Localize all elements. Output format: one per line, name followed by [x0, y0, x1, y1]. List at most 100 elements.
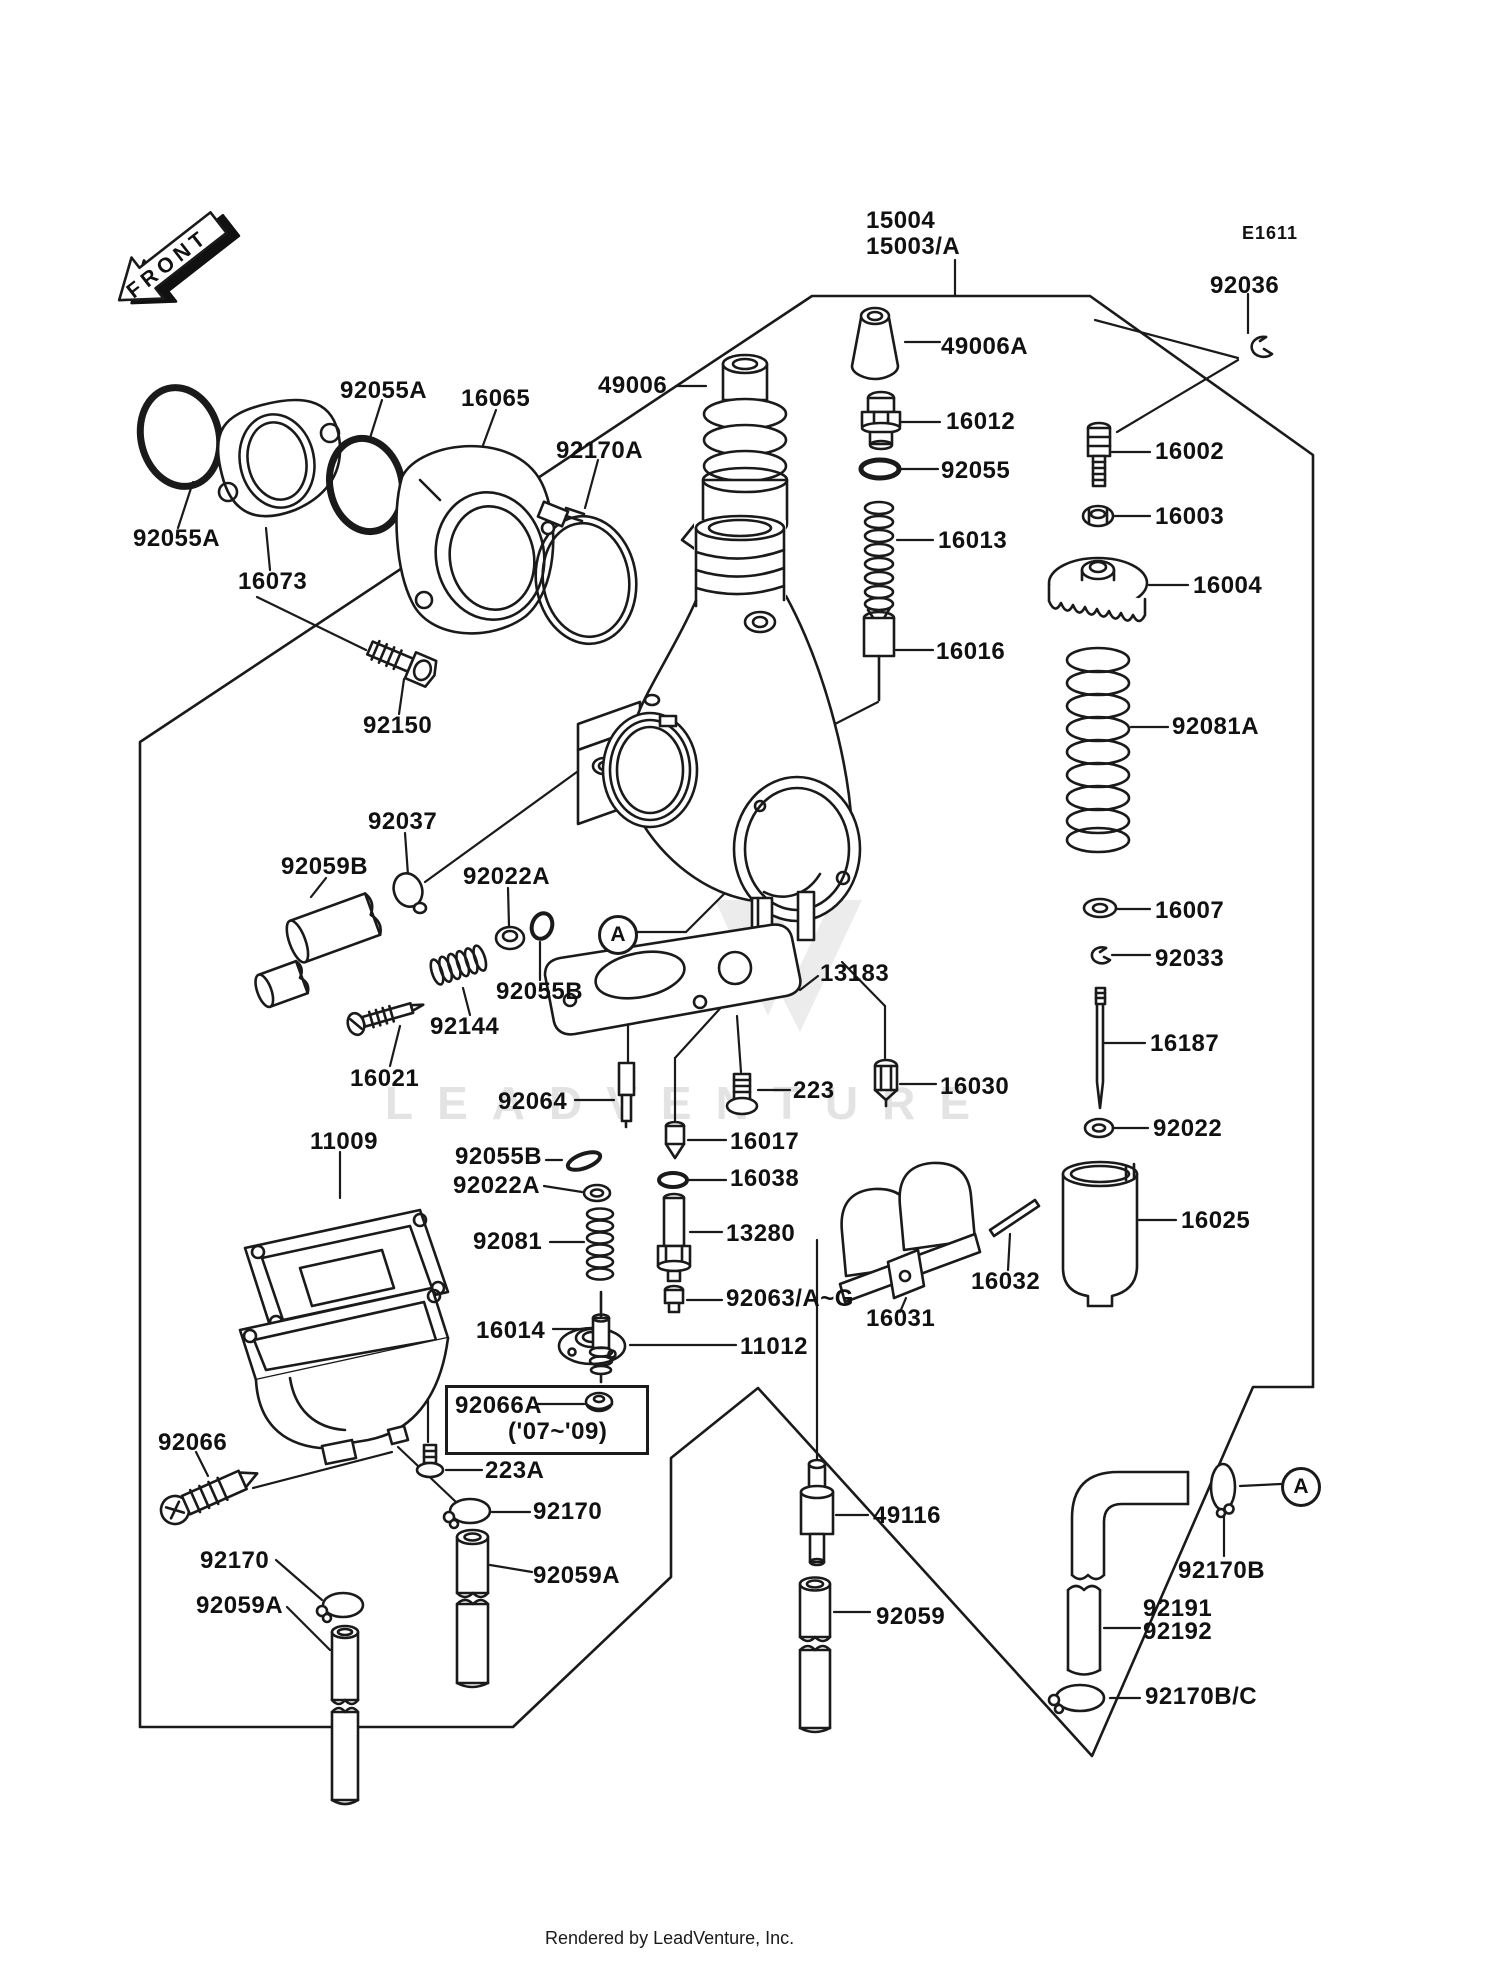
callout-16032: 16032	[971, 1268, 1041, 1295]
pilot-screw-16021	[346, 1001, 425, 1037]
watermark-text: LEADVENTURE	[385, 1077, 995, 1129]
callout-92150: 92150	[363, 712, 433, 739]
callout-92170B: 92170B	[1178, 1557, 1266, 1584]
callout-92081: 92081	[473, 1228, 543, 1255]
leader-lines	[176, 258, 1283, 1700]
callout-92022A-list: 92022A	[453, 1172, 541, 1199]
holder-16065	[395, 444, 555, 635]
callout-16012: 16012	[946, 408, 1016, 435]
callout-16016: 16016	[936, 638, 1006, 665]
oring-92055	[858, 457, 902, 481]
callout-92055A-left: 92055A	[133, 525, 221, 552]
valve-16016	[862, 606, 896, 702]
screw-223A	[415, 1443, 445, 1479]
cap-16004	[1047, 556, 1149, 623]
callout-92055: 92055	[941, 457, 1011, 484]
callout-223: 223	[793, 1077, 835, 1104]
callout-13280: 13280	[726, 1220, 796, 1247]
needle-valve-16030	[873, 1058, 899, 1108]
tube-92059	[798, 1576, 832, 1734]
callout-16002: 16002	[1155, 438, 1225, 465]
callout-16007: 16007	[1155, 897, 1225, 924]
callout-16038: 16038	[730, 1165, 800, 1192]
callout-92170-left: 92170	[200, 1547, 270, 1574]
callout-15003A: 15003/A	[866, 233, 961, 260]
callout-15004: 15004	[866, 207, 936, 234]
callout-92059B: 92059B	[281, 853, 369, 880]
callout-92144: 92144	[430, 1013, 500, 1040]
plug-92066A	[584, 1391, 614, 1413]
screw-223	[725, 1072, 759, 1116]
jet-needle-16187	[1094, 986, 1107, 1110]
tube-92059A-left	[330, 1624, 360, 1806]
callout-92191: 92191	[1143, 1595, 1213, 1622]
cap-49006A	[850, 306, 900, 381]
callout-49006A: 49006A	[941, 333, 1029, 360]
boundary-outline	[138, 294, 1315, 1758]
spring-92144	[429, 944, 488, 986]
callout-92022: 92022	[1153, 1115, 1223, 1142]
callout-13183: 13183	[820, 960, 890, 987]
float-pin-16032	[988, 1198, 1041, 1238]
drain-49116	[799, 1458, 835, 1567]
callout-16013: 16013	[938, 527, 1008, 554]
eclip-92033	[1090, 946, 1112, 965]
washer-16007	[1082, 897, 1118, 919]
callout-92033: 92033	[1155, 945, 1225, 972]
callout-16014: 16014	[476, 1317, 546, 1344]
gasket-13183	[543, 923, 802, 1036]
main-jet-92063	[663, 1284, 685, 1314]
adjuster-16012	[860, 390, 902, 451]
callout-16004: 16004	[1193, 572, 1263, 599]
callout-92059: 92059	[876, 1603, 946, 1630]
ref-marker-A-carb: A	[598, 915, 638, 955]
clamp-92170-mid	[442, 1497, 492, 1530]
ref-marker-A-hose: A	[1281, 1467, 1321, 1507]
hose-92191-92192	[1066, 1470, 1190, 1676]
callout-92022A-top: 92022A	[463, 863, 551, 890]
callout-11009: 11009	[310, 1128, 378, 1155]
clip-92036	[1250, 335, 1274, 359]
jet-16017	[664, 1120, 686, 1160]
carburetor-body	[576, 514, 862, 950]
clamp-92170B	[1209, 1462, 1237, 1519]
bolt-92150	[365, 639, 438, 688]
callout-92059A-left: 92059A	[196, 1592, 284, 1619]
diagram-code: E1611	[1242, 223, 1299, 243]
clamp-92170BC	[1047, 1683, 1106, 1715]
callout-92055B-top: 92055B	[496, 978, 584, 1005]
callout-223A: 223A	[485, 1457, 545, 1484]
callout-92066A-years: ('07~'09)	[508, 1418, 608, 1445]
callout-11012: 11012	[740, 1333, 808, 1360]
callout-92066: 92066	[158, 1429, 228, 1456]
washer-92022	[1083, 1117, 1115, 1139]
callout-92055A-mid: 92055A	[340, 377, 428, 404]
callout-16073: 16073	[238, 568, 308, 595]
callout-16003: 16003	[1155, 503, 1225, 530]
callout-92055B-list: 92055B	[455, 1143, 543, 1170]
oring-92055B-top	[529, 911, 555, 941]
option-box-92066A	[445, 1385, 649, 1455]
callout-16017: 16017	[730, 1128, 800, 1155]
clamp-92170A	[534, 500, 638, 646]
callout-92170BC: 92170B/C	[1145, 1683, 1258, 1710]
clip-92037	[392, 872, 428, 915]
clamp-92170-left	[315, 1591, 365, 1624]
callout-16030: 16030	[940, 1073, 1010, 1100]
callout-92064: 92064	[498, 1088, 568, 1115]
pilot-jet-92064	[617, 1061, 636, 1129]
callout-49006: 49006	[598, 372, 668, 399]
washer-92022A-list	[582, 1183, 612, 1203]
oring-16038	[657, 1171, 689, 1189]
washer-92022A-top	[494, 925, 526, 951]
screw-92066	[159, 1469, 259, 1526]
callout-49116: 49116	[873, 1502, 941, 1529]
float-valve-16014	[588, 1290, 614, 1384]
front-arrow: FRONT	[117, 211, 241, 305]
spring-16013	[863, 500, 895, 612]
callout-16025: 16025	[1181, 1207, 1251, 1234]
callout-92036: 92036	[1210, 272, 1280, 299]
callout-16021: 16021	[350, 1065, 420, 1092]
spring-92081A	[1065, 646, 1131, 854]
